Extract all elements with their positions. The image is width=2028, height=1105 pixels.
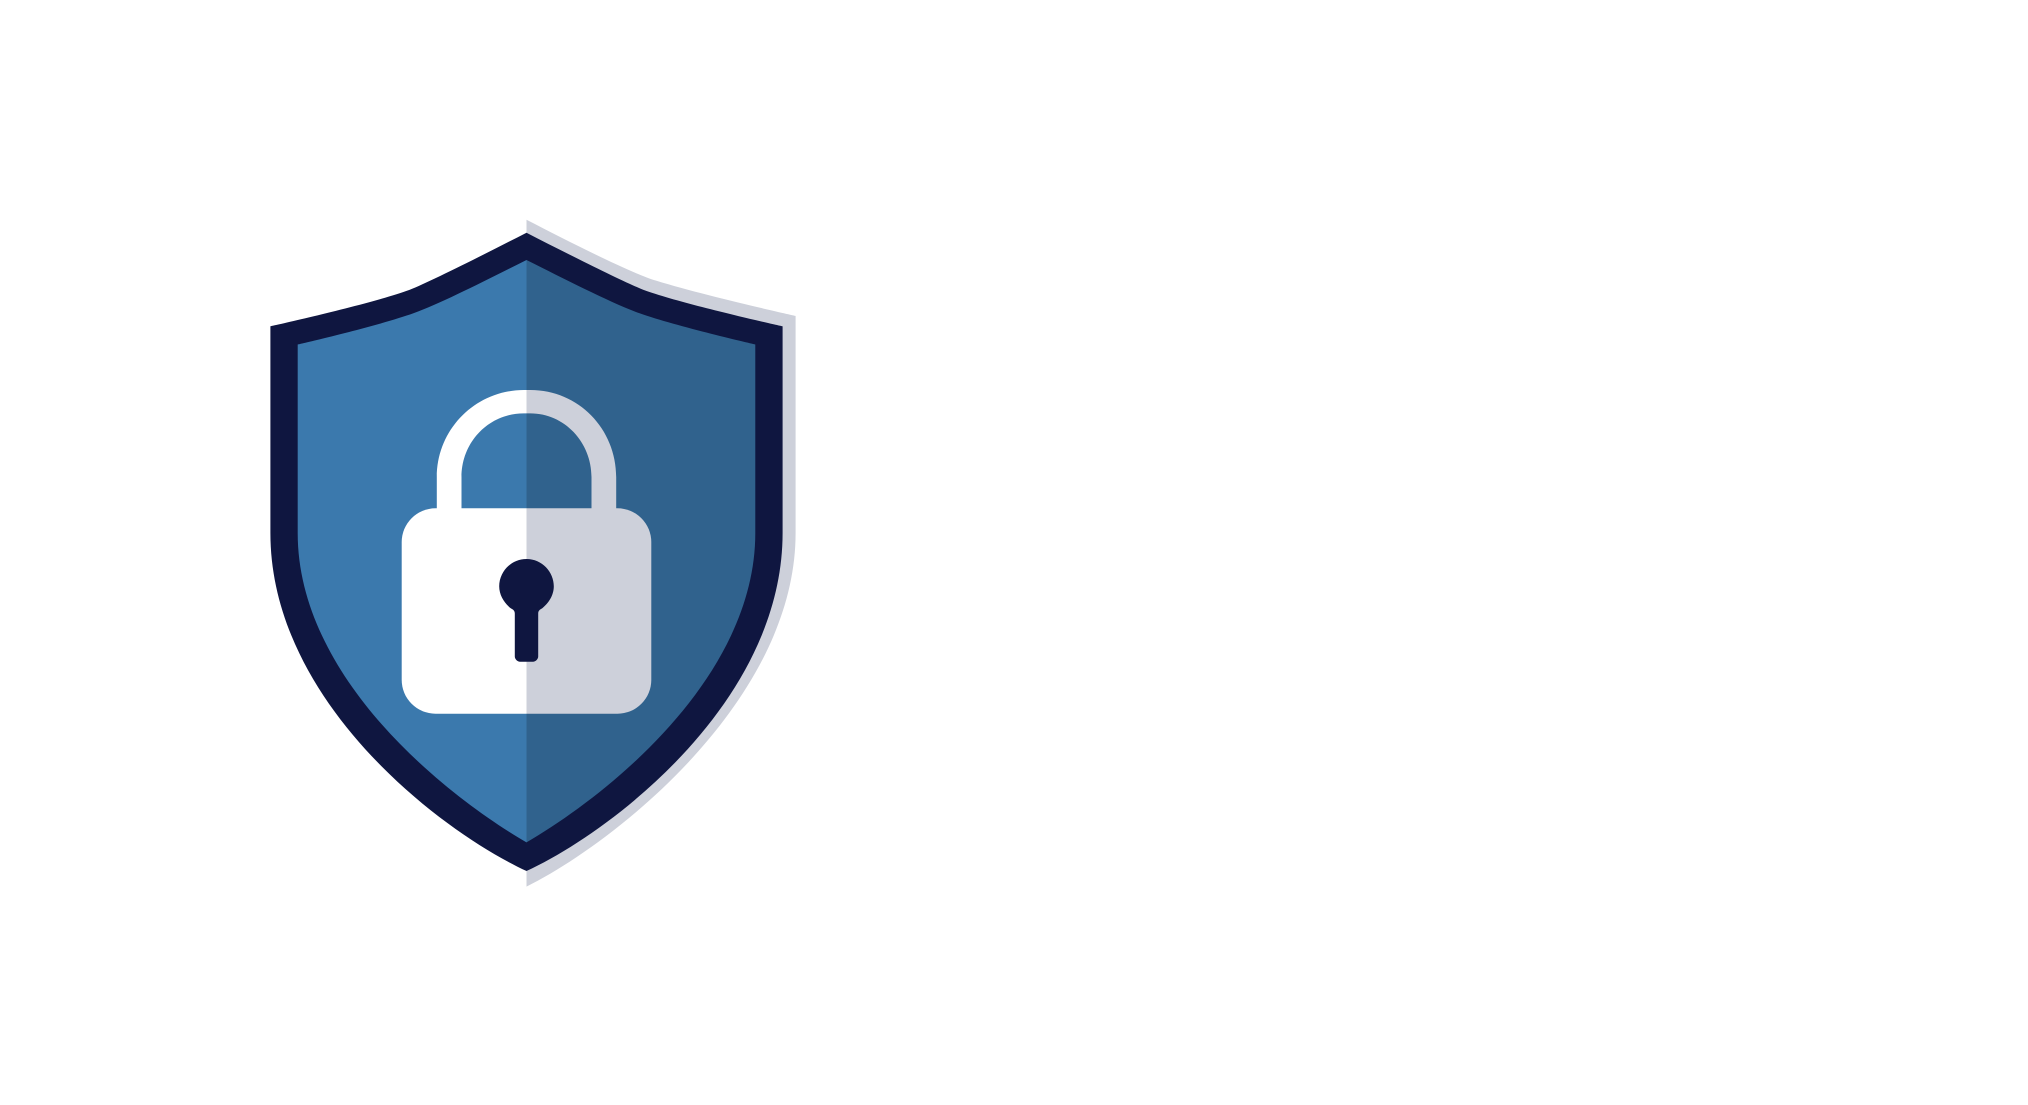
- keyhole-icon: [499, 559, 554, 662]
- lock-shackle: [436, 390, 617, 510]
- lock-body: [401, 508, 652, 714]
